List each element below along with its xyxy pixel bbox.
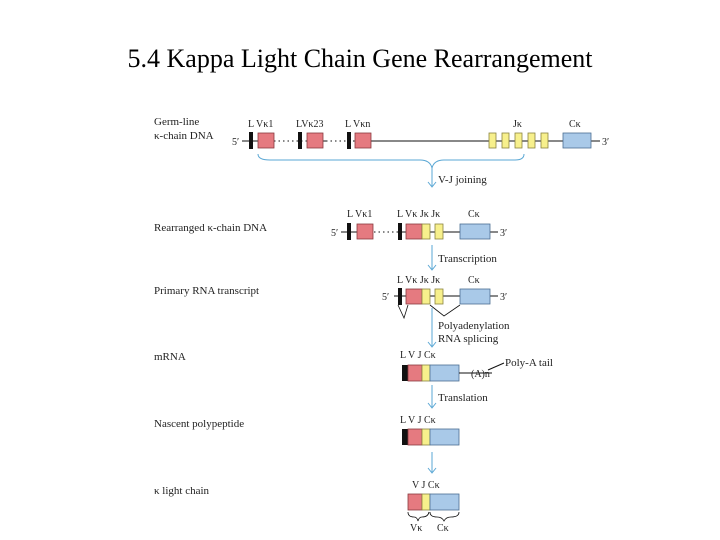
ck-brace xyxy=(429,511,460,522)
l-v-j-ck-label: L V J Cκ xyxy=(400,415,436,426)
l-vk-jk-jk-label: L Vκ Jκ Jκ xyxy=(397,209,440,220)
translation-step: Translation xyxy=(438,392,488,404)
jk-segment xyxy=(488,132,497,149)
jk-segment xyxy=(540,132,549,149)
l-vk1-label: L Vκ1 xyxy=(248,119,273,130)
vkn-segment xyxy=(354,132,372,149)
jk-segment xyxy=(421,223,431,240)
splice-mark xyxy=(397,304,409,320)
jk-segment xyxy=(501,132,510,149)
arrow-icon xyxy=(427,402,437,409)
ck-segment xyxy=(429,428,460,446)
primary-transcript: L Vκ Jκ Jκ Cκ 5′ 3′ xyxy=(382,275,507,320)
splice-mark xyxy=(429,304,461,317)
ck-segment xyxy=(429,364,460,382)
v-segment xyxy=(407,493,423,511)
leader-segment xyxy=(347,132,351,149)
vk1-segment xyxy=(257,132,275,149)
leader-segment xyxy=(398,288,402,305)
j-segment xyxy=(421,364,431,382)
jk-segment xyxy=(434,288,444,305)
polyadenylation-step: Polyadenylation xyxy=(438,320,510,332)
l-vkn-label: L Vκn xyxy=(345,119,370,130)
vk-label: Vκ xyxy=(410,523,422,534)
vk-brace xyxy=(407,511,430,522)
three-prime-label: 3′ xyxy=(602,137,609,148)
rearranged-dna: L Vκ1 L Vκ Jκ Jκ Cκ 5′ 3′ xyxy=(331,209,507,240)
kappa-light-chain: V J Cκ Vκ Cκ xyxy=(407,480,460,534)
leader-segment xyxy=(298,132,302,149)
j-segment xyxy=(421,428,431,446)
j-segment xyxy=(421,493,431,511)
v-segment xyxy=(407,364,423,382)
germline-dna: L Vκ1 LVκ23 L Vκn Jκ Cκ 5′ 3′ xyxy=(232,119,609,149)
leader-segment xyxy=(402,429,408,445)
v-j-ck-label: V J Cκ xyxy=(412,480,440,491)
ck-segment xyxy=(459,223,491,240)
arrow-icon xyxy=(427,181,437,188)
poly-a: (A)n xyxy=(471,369,490,380)
ck-segment xyxy=(459,288,491,305)
poly-a-tail-label: Poly-A tail xyxy=(505,357,553,369)
l-v-j-ck-label: L V J Cκ xyxy=(400,350,436,361)
slide-title: 5.4 Kappa Light Chain Gene Rearrangement xyxy=(127,44,593,73)
three-prime-label: 3′ xyxy=(500,228,507,239)
ck-label: Cκ xyxy=(468,209,480,220)
three-prime-label: 3′ xyxy=(500,292,507,303)
vk23-segment xyxy=(306,132,324,149)
five-prime-label: 5′ xyxy=(382,292,389,303)
l-vk-jk-jk-label: L Vκ Jκ Jκ xyxy=(397,275,440,286)
vk-segment xyxy=(405,288,423,305)
rna-splicing-step: RNA splicing xyxy=(438,333,499,345)
jk-label: Jκ xyxy=(513,119,522,130)
arrow-icon xyxy=(427,467,437,474)
leader-segment xyxy=(249,132,253,149)
rearranged-label: Rearranged κ-chain DNA xyxy=(154,222,267,234)
vk-segment xyxy=(405,223,423,240)
jk-segment xyxy=(527,132,536,149)
leader-segment xyxy=(347,223,351,240)
vk1-segment xyxy=(356,223,374,240)
leader-segment xyxy=(398,223,402,240)
nascent-polypeptide: L V J Cκ xyxy=(400,415,460,446)
arrow-icon xyxy=(427,341,437,348)
ck-label: Cκ xyxy=(569,119,581,130)
l-vk1-label: L Vκ1 xyxy=(347,209,372,220)
ck-segment xyxy=(429,493,460,511)
jk-segment xyxy=(514,132,523,149)
ck-label: Cκ xyxy=(437,523,449,534)
leader-segment xyxy=(402,365,408,381)
five-prime-label: 5′ xyxy=(232,137,239,148)
five-prime-label: 5′ xyxy=(331,228,338,239)
joining-brace xyxy=(257,153,525,169)
germline-label-line1: Germ-line xyxy=(154,116,199,128)
vj-joining-step: V-J joining xyxy=(438,174,487,186)
nascent-polypeptide-label: Nascent polypeptide xyxy=(154,418,244,430)
transcription-step: Transcription xyxy=(438,253,497,265)
germline-label-line2: κ-chain DNA xyxy=(154,130,214,142)
light-chain-label: κ light chain xyxy=(154,485,210,497)
v-segment xyxy=(407,428,423,446)
jk-segment xyxy=(421,288,431,305)
l-vk23-label: LVκ23 xyxy=(296,119,323,130)
arrow-icon xyxy=(427,264,437,271)
mrna: L V J Cκ (A)n Poly-A tail xyxy=(400,350,553,382)
jk-segment xyxy=(434,223,444,240)
ck-label: Cκ xyxy=(468,275,480,286)
mrna-label: mRNA xyxy=(154,351,186,363)
primary-transcript-label: Primary RNA transcript xyxy=(154,285,259,297)
ck-segment xyxy=(562,132,592,149)
